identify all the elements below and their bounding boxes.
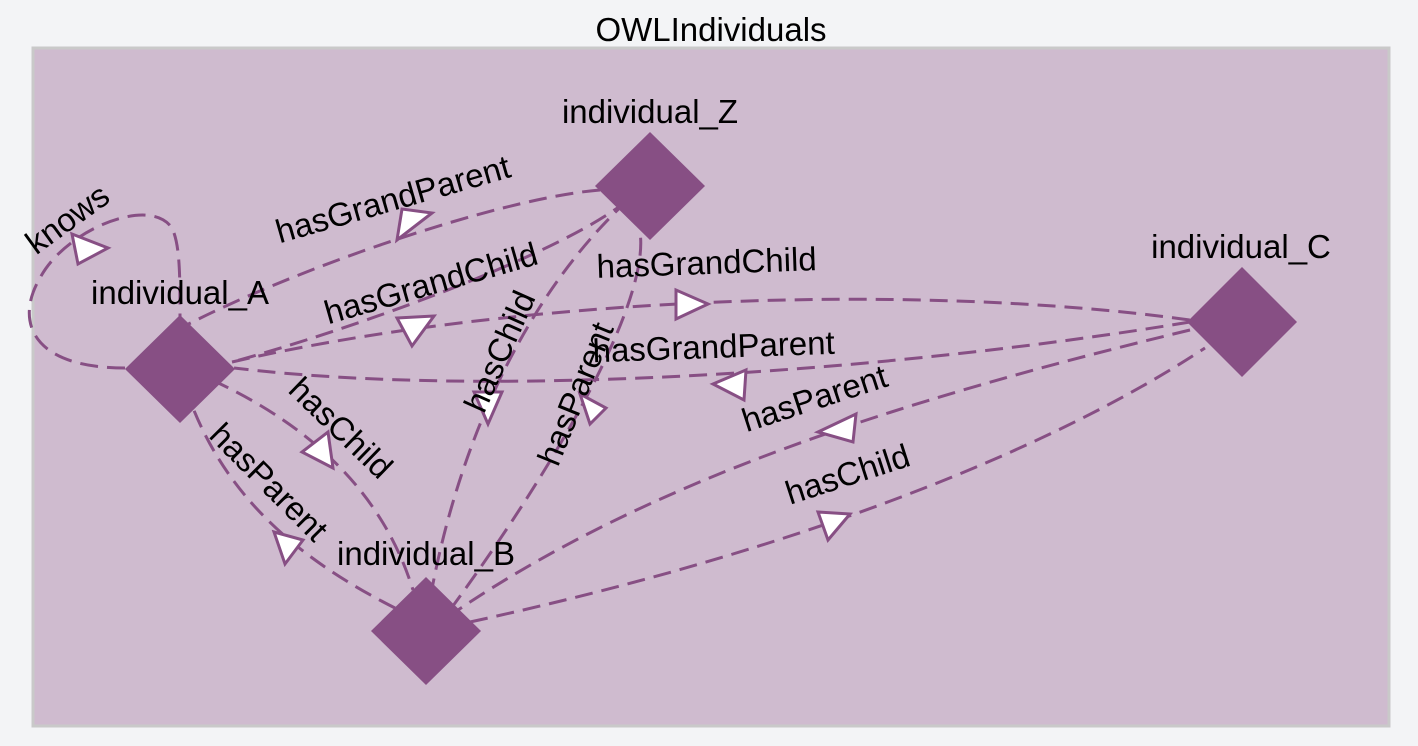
arrow-z-a-hasgrandchild [394,314,438,349]
edge-z-a-hasgrandparent[interactable] [176,188,601,332]
node-individual-c[interactable] [1187,267,1297,377]
edge-knows[interactable] [27,213,182,370]
edge-b-c-haschild[interactable] [469,346,1206,624]
node-label-individual-c: individual_C [1151,228,1331,265]
edge-label-c-a-hasgrandparent: hasGrandParent [592,324,835,369]
diagram-frame [31,46,1391,728]
edge-z-b-haschild[interactable] [423,198,630,631]
diagram-title: OWLIndividuals [595,11,826,48]
arrow-a-b-haschild [299,429,335,471]
arrow-b-a-hasparent [271,529,306,568]
node-individual-z[interactable] [595,132,705,240]
arrow-b-c-haschild [815,510,854,543]
node-individual-b[interactable] [371,577,481,685]
arrow-c-b-hasparent [813,411,858,444]
edge-b-a-hasparent[interactable] [191,407,396,610]
node-label-individual-b: individual_B [337,535,515,572]
edge-c-b-hasparent[interactable] [454,328,1191,614]
arrow-z-b-haschild [471,390,505,428]
edge-a-b-haschild[interactable] [211,378,415,591]
node-individual-a[interactable] [125,315,235,423]
arrow-knows [69,231,112,267]
arrow-z-a-hasgrandparent [394,207,436,244]
node-label-individual-a: individual_A [91,274,269,311]
edge-c-a-hasgrandparent[interactable] [233,320,1191,383]
edge-z-a-hasgrandchild[interactable] [231,198,629,364]
arrow-b-z-hasparent [577,390,609,427]
node-label-individual-z: individual_Z [562,93,738,130]
arrow-c-a-hasgrandparent [709,367,748,403]
edge-label-a-c-hasgrandchild: hasGrandChild [596,240,817,285]
arrow-a-c-hasgrandchild [674,287,712,322]
edge-b-z-hasparent[interactable] [448,231,643,611]
